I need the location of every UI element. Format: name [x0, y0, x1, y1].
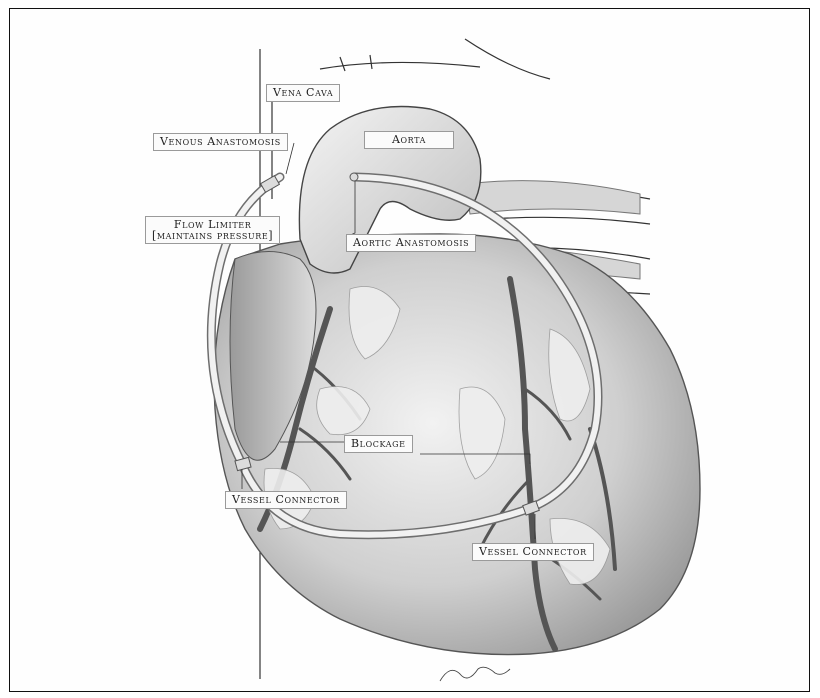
label-vessel-connector-right: Vessel Connector — [472, 543, 594, 561]
label-flow-limiter-line2: [maintains pressure] — [152, 230, 273, 241]
illustration-frame: Vena Cava Venous Anastomosis Aorta Flow … — [9, 8, 810, 692]
label-flow-limiter: Flow Limiter [maintains pressure] — [145, 216, 280, 244]
aortic-anastomosis-dot — [350, 173, 358, 181]
label-aortic-anastomosis: Aortic Anastomosis — [346, 234, 476, 252]
heart-illustration — [10, 9, 809, 691]
label-vena-cava: Vena Cava — [266, 84, 340, 102]
label-aorta: Aorta — [364, 131, 454, 149]
artist-signature — [440, 667, 510, 681]
label-vessel-connector-left: Vessel Connector — [225, 491, 347, 509]
label-blockage: Blockage — [344, 435, 413, 453]
label-venous-anastomosis: Venous Anastomosis — [153, 133, 288, 151]
